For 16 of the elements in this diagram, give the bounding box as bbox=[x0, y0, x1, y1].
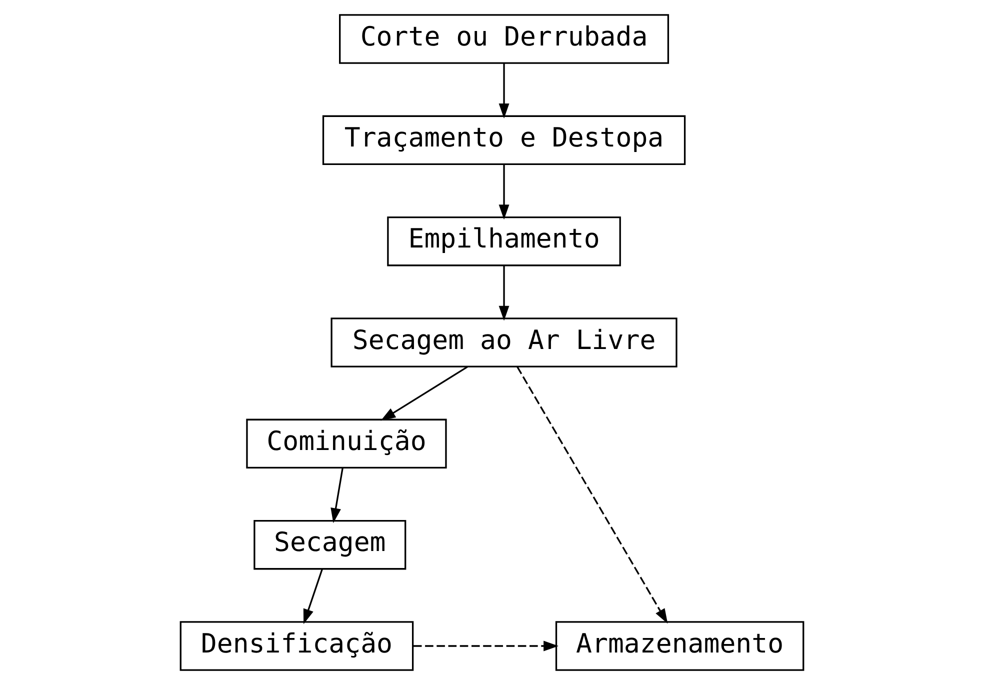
node-box: Traçamento e Destopa bbox=[322, 115, 686, 166]
arrow bbox=[380, 366, 468, 421]
arrow bbox=[412, 640, 558, 652]
arrow bbox=[498, 266, 509, 321]
node-box: Armazenamento bbox=[554, 621, 804, 671]
arrow bbox=[498, 63, 509, 118]
node-box: Densificação bbox=[179, 621, 414, 671]
arrow bbox=[302, 568, 322, 624]
arrow bbox=[498, 164, 509, 220]
arrow bbox=[516, 366, 668, 624]
node-box: Empilhamento bbox=[386, 216, 620, 266]
arrow bbox=[330, 468, 343, 524]
node-box: Secagem ao Ar Livre bbox=[330, 318, 677, 368]
node-box: Secagem bbox=[253, 520, 406, 570]
node-box: Cominuição bbox=[246, 418, 446, 469]
node-box: Corte ou Derrubada bbox=[338, 14, 669, 64]
